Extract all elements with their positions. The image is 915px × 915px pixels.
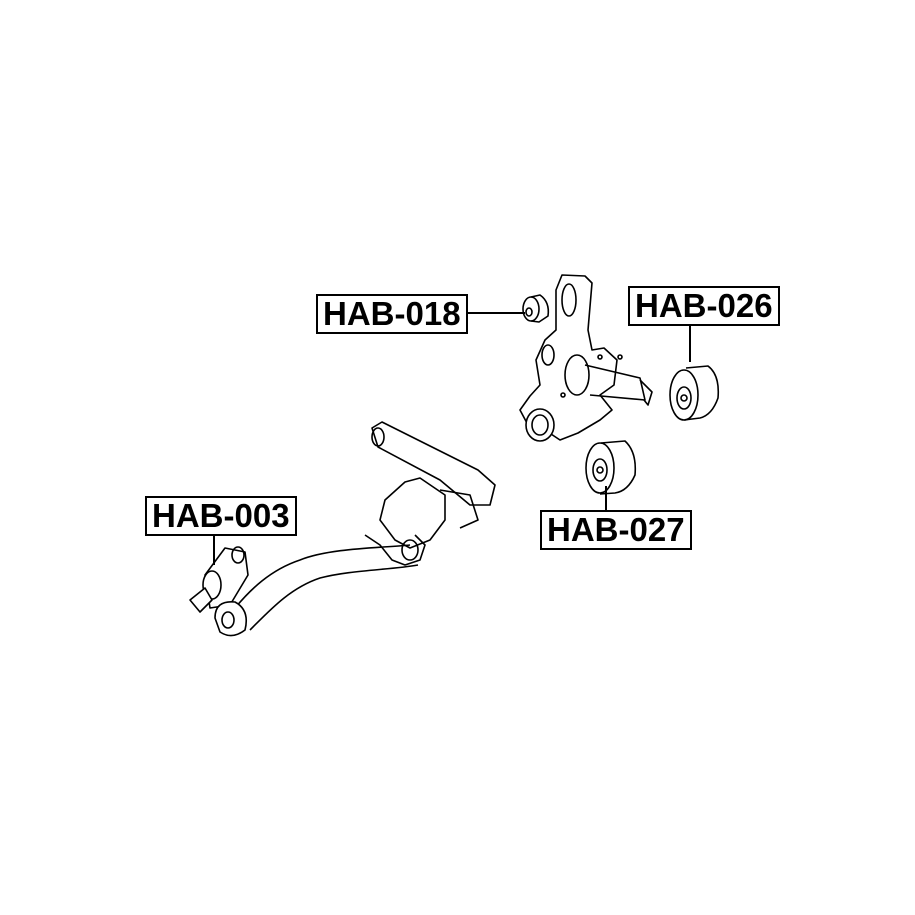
steering-knuckle: [519, 274, 653, 442]
part-label-hab-027: HAB-027: [540, 510, 692, 550]
bushing-hab-018: [522, 294, 550, 323]
leader-line-hab-003: [213, 533, 215, 565]
bushing-hab-003: [189, 546, 249, 637]
bushing-hab-026: [669, 365, 720, 421]
leader-line-hab-018: [461, 312, 525, 314]
bushing-hab-027: [585, 440, 637, 495]
part-label-hab-018: HAB-018: [316, 294, 468, 334]
trailing-arm: [234, 421, 496, 631]
leader-line-hab-027: [605, 486, 607, 511]
part-label-hab-026: HAB-026: [628, 286, 780, 326]
leader-line-hab-026: [689, 322, 691, 362]
part-label-hab-003: HAB-003: [145, 496, 297, 536]
